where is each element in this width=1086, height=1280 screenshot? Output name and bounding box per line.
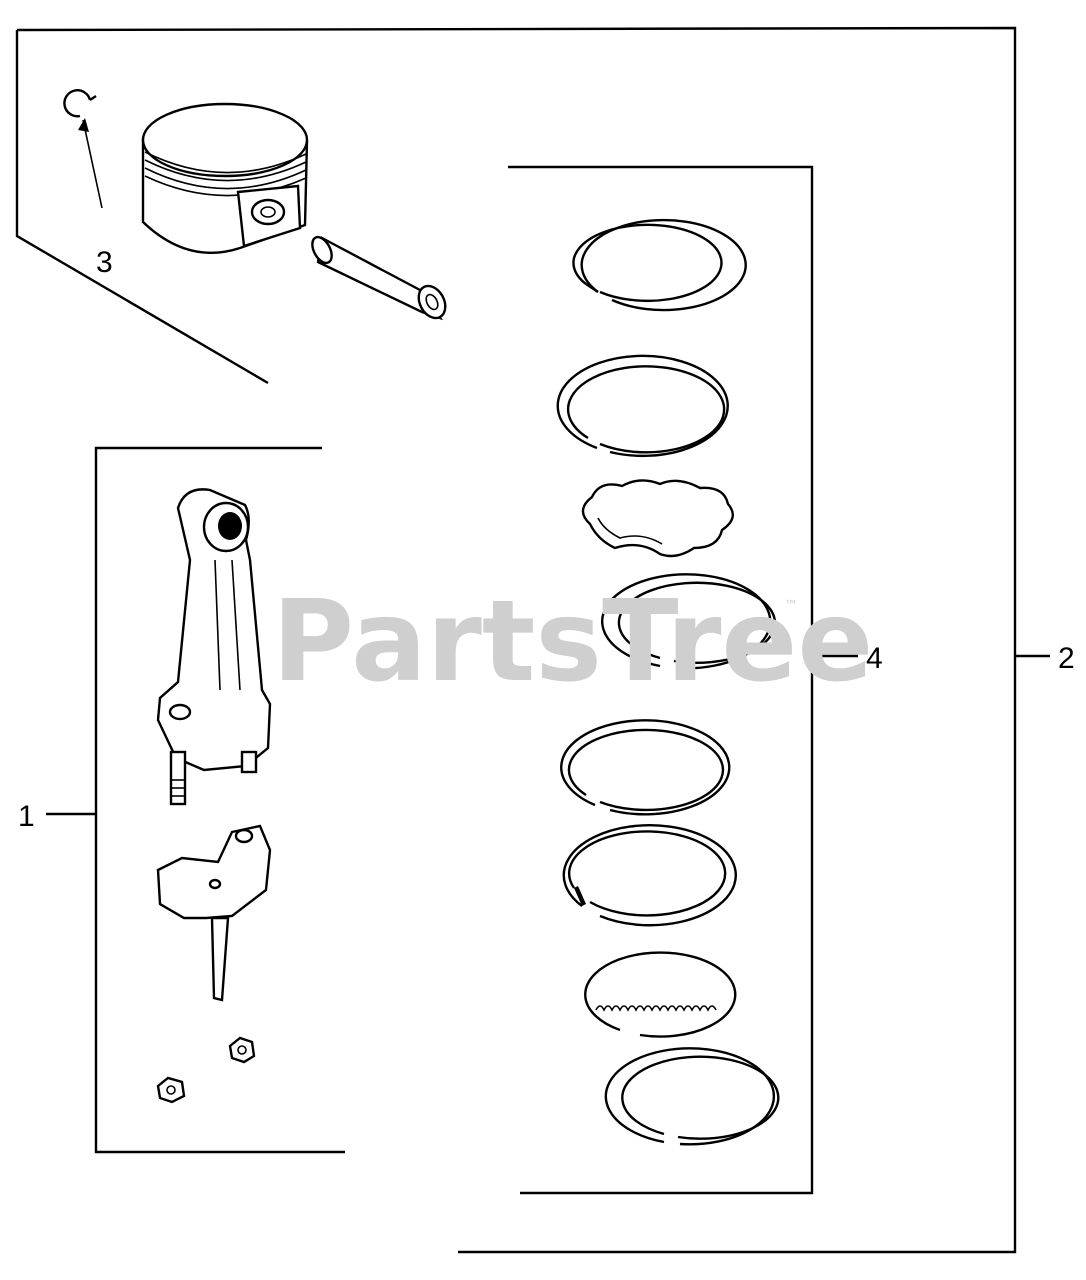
hex-nut-part — [228, 1036, 256, 1064]
oil-ring-rail — [601, 573, 777, 670]
callout-item-2: 2 — [1058, 642, 1075, 675]
retaining-clip-part — [63, 89, 103, 209]
compression-ring-top — [572, 218, 747, 312]
oil-ring-expander — [581, 479, 734, 558]
rod-cap-part — [156, 824, 272, 1002]
callout-item-4: 4 — [866, 642, 883, 675]
connecting-rod-bracket — [46, 446, 345, 1154]
watermark-trademark: ™ — [784, 598, 798, 614]
compression-ring-second — [562, 824, 737, 927]
callout-item-3: 3 — [96, 246, 113, 279]
outer-kit-bracket — [15, 26, 1050, 1254]
oil-ring-rail — [604, 1047, 780, 1146]
watermark-text: PartsTree — [272, 577, 873, 707]
ring-set-a — [556, 218, 777, 670]
connecting-rod-part — [156, 488, 272, 806]
callout-item-1: 1 — [18, 800, 35, 833]
compression-ring-second — [556, 354, 729, 458]
watermark: PartsTree ™ — [272, 577, 873, 707]
compression-ring-top — [560, 719, 731, 816]
hex-nut-part — [156, 1076, 186, 1104]
oil-ring-expander — [584, 951, 737, 1038]
piston-part — [141, 102, 309, 255]
ring-set-b — [560, 719, 780, 1146]
piston-pin-part — [311, 235, 447, 321]
ring-set-bracket — [508, 165, 858, 1195]
